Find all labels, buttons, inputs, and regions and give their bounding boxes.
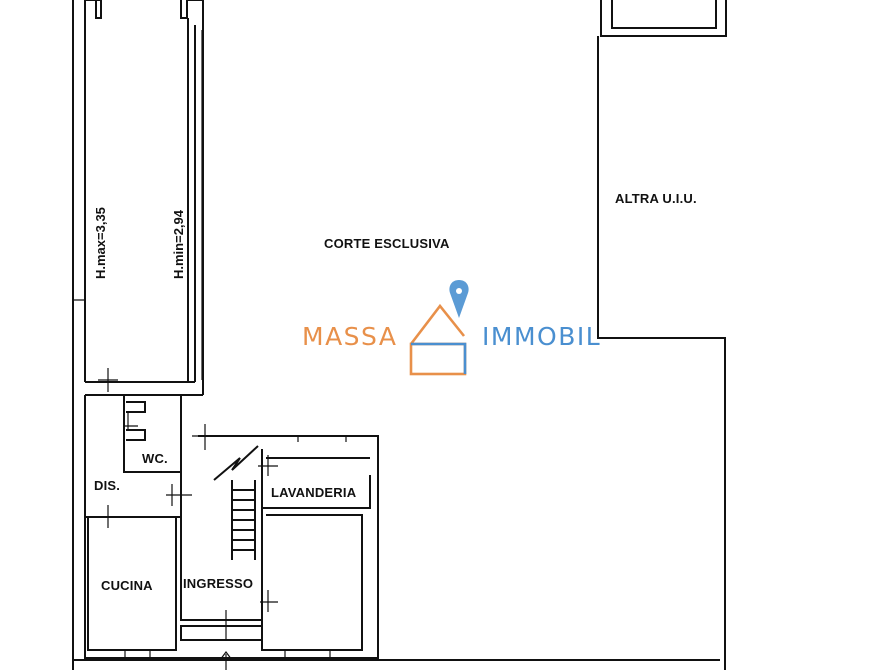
window-marks — [73, 30, 347, 658]
ingresso-left-wall — [180, 472, 262, 621]
room-label-corte: CORTE ESCLUSIVA — [324, 236, 450, 251]
entrance-sill — [180, 625, 263, 641]
cucina-room — [87, 517, 177, 651]
watermark-house-icon — [409, 303, 467, 376]
room-label-dis: DIS. — [94, 478, 121, 493]
stair-break — [213, 445, 259, 481]
right-room — [261, 508, 363, 651]
watermark-right-text: IMMOBIL — [482, 322, 602, 351]
room-label-altra: ALTRA U.I.U. — [615, 191, 697, 206]
lavanderia-room — [261, 449, 371, 509]
wc-room — [123, 395, 182, 473]
top-right-unit — [600, 0, 727, 37]
door-marks — [98, 368, 278, 670]
watermark-left-text: MASSA — [302, 322, 398, 351]
room-label-wc: WC. — [142, 451, 168, 466]
long-room-right-wall — [187, 18, 196, 382]
long-room-bottom — [85, 381, 203, 396]
long-room-wall-top — [85, 0, 204, 395]
height-min-label: H.min=2,94 — [171, 209, 186, 279]
room-label-ingresso: INGRESSO — [183, 576, 254, 591]
wc-fixtures — [126, 401, 146, 441]
service-block — [84, 395, 379, 659]
location-pin-icon — [449, 280, 469, 318]
room-label-cucina: CUCINA — [101, 578, 153, 593]
height-max-label: H.max=3,35 — [93, 207, 108, 279]
room-label-lavanderia: LAVANDERIA — [271, 485, 357, 500]
staircase — [231, 480, 256, 560]
altra-uiu-wall — [597, 36, 726, 670]
